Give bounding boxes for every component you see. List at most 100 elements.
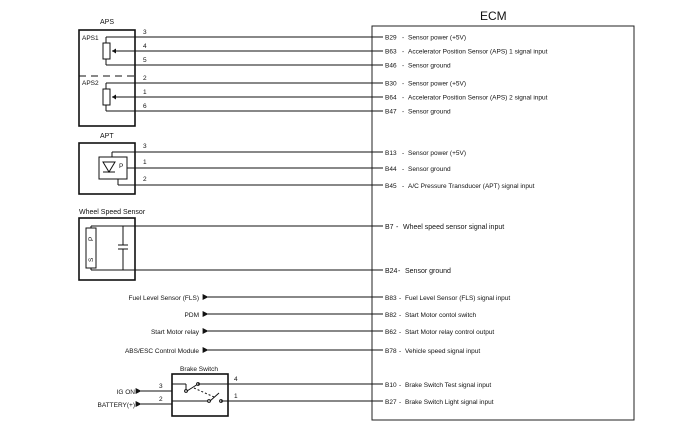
aps-wire-1: 3 B29 - Sensor power (+5V) xyxy=(135,29,466,42)
aps-wire-4: 2 B30 - Sensor power (+5V) xyxy=(135,75,466,88)
output-pdm: PDM B82 - Start Motor contol switch xyxy=(185,311,477,319)
output-fls: Fuel Level Sensor (FLS) B83 - Fuel Level… xyxy=(129,294,510,302)
svg-text:2: 2 xyxy=(143,75,147,82)
svg-text:ABS/ESC Control Module: ABS/ESC Control Module xyxy=(125,348,199,355)
svg-text:PDM: PDM xyxy=(185,312,199,319)
aps1-label: APS1 xyxy=(82,35,99,42)
svg-text:Brake Switch Test signal input: Brake Switch Test signal input xyxy=(405,382,491,389)
aps2-potentiometer-icon xyxy=(102,82,135,112)
svg-text:-: - xyxy=(402,95,404,102)
svg-text:-: - xyxy=(399,312,401,319)
svg-text:3: 3 xyxy=(159,383,163,390)
apt-wire-1: 3 B13 - Sensor power (+5V) xyxy=(135,143,466,157)
svg-text:Sensor ground: Sensor ground xyxy=(408,63,451,70)
svg-text:B44: B44 xyxy=(385,166,397,173)
svg-text:Sensor ground: Sensor ground xyxy=(405,268,451,275)
svg-text:-: - xyxy=(399,329,401,336)
svg-text:B24: B24 xyxy=(385,268,398,275)
svg-text:-: - xyxy=(402,109,404,116)
svg-text:B78: B78 xyxy=(385,348,397,355)
svg-text:Vehicle speed signal input: Vehicle speed signal input xyxy=(405,348,480,355)
svg-text:5: 5 xyxy=(143,57,147,64)
svg-text:Wheel speed sensor signal inpu: Wheel speed sensor signal input xyxy=(403,224,504,231)
svg-text:B64: B64 xyxy=(385,95,397,102)
svg-text:Fuel Level Sensor (FLS): Fuel Level Sensor (FLS) xyxy=(129,295,199,302)
svg-text:-: - xyxy=(399,399,401,406)
svg-text:-: - xyxy=(399,382,401,389)
svg-text:3: 3 xyxy=(143,29,147,36)
svg-text:A/C Pressure Transducer (APT): A/C Pressure Transducer (APT) signal inp… xyxy=(408,183,535,190)
aps-wire-5: 1 B64 - Accelerator Position Sensor (APS… xyxy=(135,89,548,102)
svg-text:6: 6 xyxy=(143,103,147,110)
aps-wire-6: 6 B47 - Sensor ground xyxy=(135,103,451,116)
svg-text:Sensor power (+5V): Sensor power (+5V) xyxy=(408,150,466,157)
svg-text:-: - xyxy=(402,81,404,88)
svg-text:B7: B7 xyxy=(385,224,394,231)
svg-text:B46: B46 xyxy=(385,63,397,70)
pressure-transducer-icon xyxy=(98,151,135,186)
svg-text:B47: B47 xyxy=(385,109,397,116)
svg-text:-: - xyxy=(402,166,404,173)
svg-text:Accelerator Position Sensor (A: Accelerator Position Sensor (APS) 1 sign… xyxy=(408,49,548,56)
output-start-motor-relay: Start Motor relay B62 - Start Motor rela… xyxy=(151,328,494,336)
wss-wire-2: B24 - Sensor ground xyxy=(135,268,451,275)
brake-wire-1: 4 B10 - Brake Switch Test signal input xyxy=(228,376,491,389)
svg-text:Sensor ground: Sensor ground xyxy=(408,109,451,116)
svg-text:4: 4 xyxy=(234,376,238,383)
ecm-box xyxy=(371,25,635,421)
svg-text:B13: B13 xyxy=(385,150,397,157)
svg-text:-: - xyxy=(396,224,399,231)
svg-text:Fuel Level Sensor (FLS) signal: Fuel Level Sensor (FLS) signal input xyxy=(405,295,510,302)
svg-text:B83: B83 xyxy=(385,295,397,302)
aps-wire-2: 4 B63 - Accelerator Position Sensor (APS… xyxy=(135,43,548,56)
aps2-label: APS2 xyxy=(82,80,99,87)
svg-text:-: - xyxy=(399,348,401,355)
svg-text:1: 1 xyxy=(143,159,147,166)
aps-wire-3: 5 B46 - Sensor ground xyxy=(135,57,451,70)
svg-text:BATTERY(+): BATTERY(+) xyxy=(97,402,135,409)
svg-text:3: 3 xyxy=(143,143,147,150)
aps-title: APS xyxy=(100,19,114,26)
output-abs-esc: ABS/ESC Control Module B78 - Vehicle spe… xyxy=(125,347,480,355)
svg-text:B45: B45 xyxy=(385,183,397,190)
svg-text:2: 2 xyxy=(159,396,163,403)
svg-text:B10: B10 xyxy=(385,382,397,389)
svg-text:4: 4 xyxy=(143,43,147,50)
svg-text:Brake Switch Light signal inpu: Brake Switch Light signal input xyxy=(405,399,494,406)
svg-text:1: 1 xyxy=(234,393,238,400)
svg-text:-: - xyxy=(402,183,404,190)
svg-text:Sensor ground: Sensor ground xyxy=(408,166,451,173)
wss-label-s: S xyxy=(88,257,95,262)
svg-text:-: - xyxy=(398,268,401,275)
ecm-title: ECM xyxy=(480,9,507,23)
svg-text:2: 2 xyxy=(143,176,147,183)
svg-text:-: - xyxy=(399,295,401,302)
aps1-potentiometer-icon xyxy=(102,36,135,66)
brake-box xyxy=(171,373,229,417)
apt-title: APT xyxy=(100,133,114,140)
wheel-speed-sensor-icon xyxy=(85,225,135,271)
svg-text:-: - xyxy=(402,63,404,70)
svg-text:Start Motor relay control outp: Start Motor relay control output xyxy=(405,329,494,336)
svg-text:1: 1 xyxy=(143,89,147,96)
svg-text:Sensor power (+5V): Sensor power (+5V) xyxy=(408,35,466,42)
svg-text:-: - xyxy=(402,150,404,157)
svg-text:B30: B30 xyxy=(385,81,397,88)
apt-symbol-label: P xyxy=(119,163,123,170)
svg-text:Sensor power (+5V): Sensor power (+5V) xyxy=(408,81,466,88)
svg-text:Start Motor contol switch: Start Motor contol switch xyxy=(405,312,477,319)
wss-wire-1: B7 - Wheel speed sensor signal input xyxy=(135,224,504,231)
svg-text:Start Motor relay: Start Motor relay xyxy=(151,329,200,336)
brake-switch-icon xyxy=(172,382,228,403)
svg-text:-: - xyxy=(402,35,404,42)
wss-label-p: P xyxy=(88,237,95,241)
svg-text:B27: B27 xyxy=(385,399,397,406)
svg-text:-: - xyxy=(402,49,404,56)
svg-text:Accelerator Position Sensor (A: Accelerator Position Sensor (APS) 2 sign… xyxy=(408,95,548,102)
wss-title: Wheel Speed Sensor xyxy=(79,209,146,216)
svg-text:B63: B63 xyxy=(385,49,397,56)
brake-title: Brake Switch xyxy=(180,366,218,373)
svg-text:B29: B29 xyxy=(385,35,397,42)
svg-text:B82: B82 xyxy=(385,312,397,319)
brake-battery: BATTERY(+) 2 xyxy=(97,396,172,409)
